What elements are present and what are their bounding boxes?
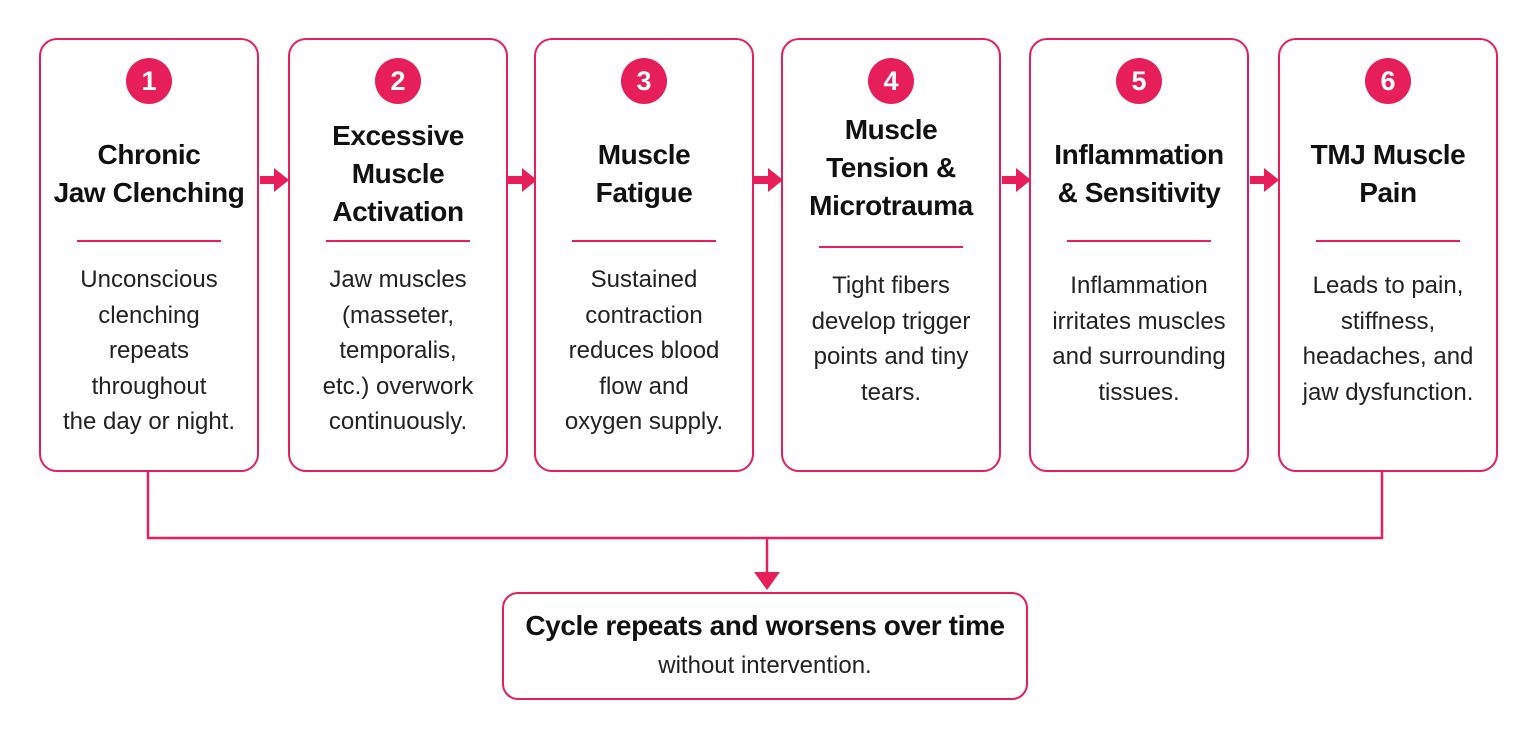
title-divider	[1316, 240, 1460, 242]
step-desc-line: reduces blood	[568, 337, 720, 364]
step-description: Sustained contraction reduces blood flow…	[542, 262, 746, 440]
step-desc-line: stiffness,	[1340, 307, 1436, 335]
step-title: Inflammation & Sensitivity	[1037, 114, 1241, 234]
step-title-line: Fatigue	[595, 177, 693, 208]
step-title-line: Muscle	[844, 114, 938, 145]
step-desc-line: and surrounding	[1052, 343, 1226, 370]
title-divider	[819, 246, 963, 248]
step-number-badge: 4	[868, 58, 914, 104]
step-desc-line: Inflammation	[1070, 272, 1208, 299]
feedback-loop-line	[146, 472, 1384, 540]
step-desc-line: continuously.	[328, 408, 468, 435]
step-title-line: Muscle	[597, 139, 691, 170]
step-title-line: Jaw Clenching	[53, 177, 245, 208]
step-desc-line: points and tiny	[813, 343, 969, 370]
step-title-line: Inflammation	[1054, 139, 1224, 170]
result-title: Cycle repeats and worsens over time	[525, 610, 1005, 641]
step-desc-line: Jaw muscles	[329, 266, 467, 293]
title-divider	[77, 240, 221, 242]
step-desc-line: temporalis,	[339, 337, 457, 364]
step-description: Unconscious clenching repeats throughout…	[47, 262, 251, 440]
step-desc-line: Unconscious	[80, 266, 218, 293]
step-title: TMJ Muscle Pain	[1286, 114, 1490, 234]
step-description: Inflammation irritates muscles and surro…	[1037, 268, 1241, 410]
step-desc-line: tears.	[860, 378, 922, 406]
step-card-3: 3 Muscle Fatigue Sustained contraction r…	[534, 38, 754, 472]
step-card-2: 2 Excessive Muscle Activation Jaw muscle…	[288, 38, 508, 472]
step-title-line: Activation	[332, 196, 464, 227]
step-title-line: Microtrauma	[809, 190, 973, 221]
title-divider	[326, 240, 470, 242]
step-number-badge: 2	[375, 58, 421, 104]
step-desc-line: etc.) overwork	[322, 372, 474, 400]
step-title-line: Tension &	[826, 152, 956, 183]
step-number-badge: 5	[1116, 58, 1162, 104]
step-title: Muscle Fatigue	[542, 114, 746, 234]
step-desc-line: the day or night.	[62, 408, 236, 435]
step-card-5: 5 Inflammation & Sensitivity Inflammatio…	[1029, 38, 1249, 472]
step-description: Tight fibers develop trigger points and …	[789, 268, 993, 410]
step-description: Leads to pain, stiffness, headaches, and…	[1286, 268, 1490, 410]
step-title-line: & Sensitivity	[1057, 177, 1221, 208]
title-divider	[572, 240, 716, 242]
step-desc-line: repeats	[108, 337, 190, 364]
step-title-line: Chronic	[97, 139, 201, 170]
step-description: Jaw muscles (masseter, temporalis, etc.)…	[296, 262, 500, 440]
step-desc-line: irritates muscles	[1052, 307, 1226, 335]
arrow-down-icon	[754, 572, 780, 590]
step-title-line: TMJ Muscle	[1310, 139, 1466, 170]
step-number-badge: 3	[621, 58, 667, 104]
result-subtitle: without intervention.	[658, 652, 872, 679]
step-title: Muscle Tension & Microtrauma	[789, 108, 993, 228]
cycle-result-box: Cycle repeats and worsens over time with…	[502, 592, 1028, 700]
step-desc-line: clenching	[98, 301, 200, 329]
step-desc-line: flow and	[599, 372, 689, 400]
step-card-6: 6 TMJ Muscle Pain Leads to pain, stiffne…	[1278, 38, 1498, 472]
flow-arrow-icon	[508, 168, 537, 192]
step-desc-line: jaw dysfunction.	[1302, 378, 1474, 406]
step-desc-line: contraction	[585, 301, 703, 329]
step-desc-line: Sustained	[590, 266, 698, 293]
step-card-4: 4 Muscle Tension & Microtrauma Tight fib…	[781, 38, 1001, 472]
step-title-line: Pain	[1359, 177, 1417, 208]
step-desc-line: (masseter,	[341, 301, 455, 329]
step-title-line: Excessive	[332, 120, 464, 151]
step-desc-line: develop trigger	[811, 307, 971, 335]
step-card-1: 1 Chronic Jaw Clenching Unconscious clen…	[39, 38, 259, 472]
step-desc-line: headaches, and	[1302, 343, 1474, 370]
step-desc-line: throughout	[91, 372, 207, 400]
step-number-badge: 6	[1365, 58, 1411, 104]
flow-arrow-icon	[1250, 168, 1279, 192]
flow-arrow-icon	[260, 168, 289, 192]
step-title-line: Muscle	[351, 158, 445, 189]
flow-arrow-icon	[1002, 168, 1031, 192]
step-title: Excessive Muscle Activation	[296, 114, 500, 234]
step-desc-line: tissues.	[1098, 378, 1180, 406]
step-title: Chronic Jaw Clenching	[47, 114, 251, 234]
step-desc-line: Tight fibers	[832, 272, 950, 299]
title-divider	[1067, 240, 1211, 242]
step-desc-line: oxygen supply.	[564, 408, 724, 435]
step-number-badge: 1	[126, 58, 172, 104]
step-desc-line: Leads to pain,	[1312, 272, 1464, 299]
flow-arrow-icon	[754, 168, 783, 192]
